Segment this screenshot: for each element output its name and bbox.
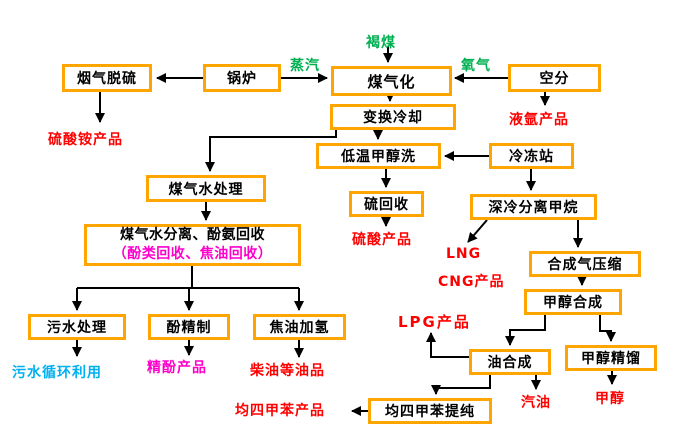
gas-water-separation-line2: （酚类回收、焦油回收） <box>112 246 273 262</box>
product-ammonium-sulfate: 硫酸铵产品 <box>48 132 123 148</box>
node-methanol-synthesis: 甲醇合成 <box>524 289 622 315</box>
product-refined-phenol: 精酚产品 <box>147 360 207 376</box>
node-tar-hydrogenation: 焦油加氢 <box>253 314 346 340</box>
label-oxygen: 氧气 <box>461 58 491 74</box>
product-methanol: 甲醇 <box>595 391 625 407</box>
node-flue-gas-desulfurization: 烟气脱硫 <box>62 64 152 92</box>
node-methanol-distillation: 甲醇精馏 <box>565 345 657 371</box>
product-sulfuric-acid: 硫酸产品 <box>352 232 412 248</box>
product-diesel-oils: 柴油等油品 <box>250 363 325 379</box>
node-low-temp-methanol-wash: 低温甲醇洗 <box>316 143 441 169</box>
product-lpg: LPG产品 <box>398 313 471 331</box>
product-cng: CNG产品 <box>438 274 505 290</box>
product-lng: LNG <box>446 246 482 262</box>
label-lignite: 褐煤 <box>366 35 396 51</box>
node-cryogenic-methane-separation: 深冷分离甲烷 <box>470 194 597 220</box>
node-gas-water-treatment: 煤气水处理 <box>146 175 266 202</box>
node-refrigeration-station: 冷冻站 <box>489 143 574 169</box>
label-steam: 蒸汽 <box>290 58 320 74</box>
node-gas-water-separation: 煤气水分离、酚氨回收 （酚类回收、焦油回收） <box>84 224 301 266</box>
node-air-separation: 空分 <box>508 64 601 92</box>
product-durene: 均四甲苯产品 <box>235 403 325 419</box>
node-sulfur-recovery: 硫回收 <box>349 191 424 217</box>
product-liquid-argon: 液氩产品 <box>509 112 569 128</box>
node-phenol-refining: 酚精制 <box>148 314 230 340</box>
node-boiler: 锅炉 <box>203 64 281 92</box>
node-syngas-compression: 合成气压缩 <box>529 251 641 277</box>
gas-water-separation-line1: 煤气水分离、酚氨回收 <box>120 227 265 243</box>
node-sewage-treatment: 污水处理 <box>28 314 126 340</box>
node-coal-gasification: 煤气化 <box>331 66 452 96</box>
node-shift-cooling: 变换冷却 <box>330 104 456 130</box>
node-durene-purification: 均四甲苯提纯 <box>368 398 492 424</box>
product-recycled-water: 污水循环利用 <box>12 365 102 381</box>
product-gasoline: 汽油 <box>521 395 551 411</box>
node-oil-synthesis: 油合成 <box>469 349 551 375</box>
